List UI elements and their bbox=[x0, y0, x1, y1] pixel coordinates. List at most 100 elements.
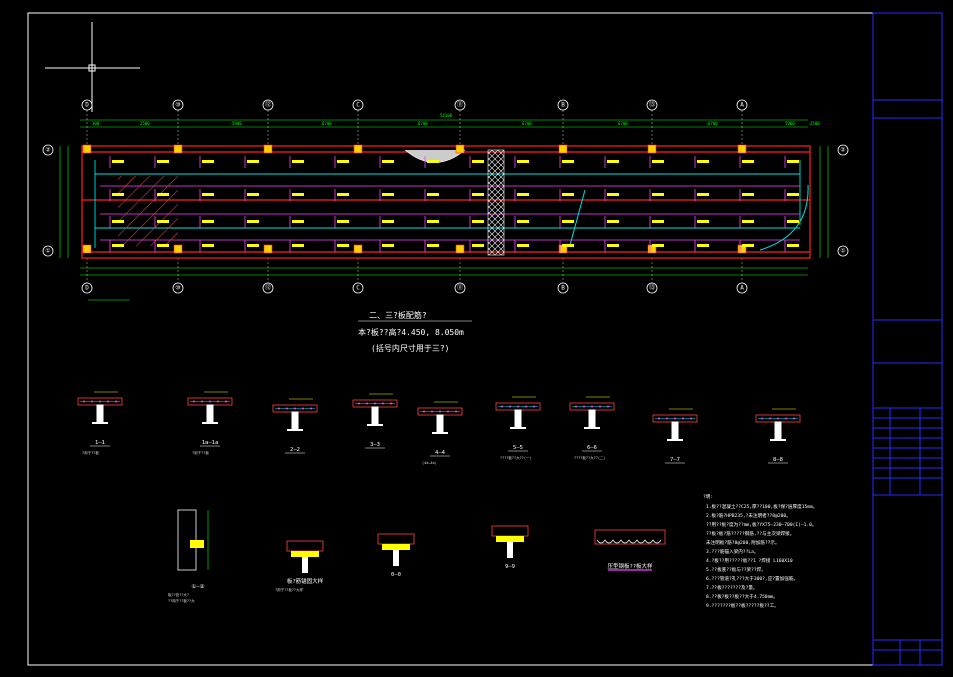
rebar-label bbox=[697, 193, 709, 196]
axis-label-top: ⑬ bbox=[649, 101, 655, 109]
rebar-label bbox=[742, 160, 754, 163]
note-line: 9.???????板??板?????板??工。 bbox=[706, 602, 779, 609]
section-label: 2—2 bbox=[290, 447, 300, 453]
column bbox=[558, 144, 568, 154]
dimension-text: 6700 bbox=[618, 121, 628, 126]
axis-label-1-left: ① bbox=[45, 248, 50, 255]
rebar-label bbox=[292, 193, 304, 196]
rebar-label bbox=[292, 220, 304, 223]
rebar-label bbox=[517, 244, 529, 247]
rebar-label bbox=[562, 193, 574, 196]
section-8-8[interactable]: 8—8 bbox=[755, 408, 801, 464]
rebar-label bbox=[157, 193, 169, 196]
rebar-label bbox=[472, 160, 484, 163]
section-1a-1a[interactable]: 1a—1a?用于??板 bbox=[187, 391, 233, 455]
section-sub: ????板??大??(二) bbox=[574, 455, 606, 460]
detail-anchor[interactable]: 板?筋锚固大样?用于??板??大样 bbox=[275, 540, 324, 592]
section-1-1[interactable]: 1—1?用于??板 bbox=[77, 391, 123, 455]
stair-opening-crosshatch bbox=[487, 149, 505, 256]
note-line: 1.板??混凝土??C25,厚??100,板?保?层厚度15mm。 bbox=[706, 503, 817, 510]
rebar-label bbox=[292, 160, 304, 163]
note-line: 6.???管道?孔???大于300?,应?置加强筋。 bbox=[706, 575, 798, 582]
plan-note: (括号内尺寸用于三?) bbox=[371, 343, 449, 353]
rebar-label bbox=[652, 220, 664, 223]
rebar-label bbox=[742, 244, 754, 247]
rebar-label bbox=[652, 160, 664, 163]
rebar-label bbox=[742, 193, 754, 196]
detail-slab[interactable]: 压型钢板??板大样 bbox=[594, 529, 666, 571]
plan-subtitle: 本?板??高?4.450, 8.050m bbox=[358, 327, 464, 337]
rebar-label bbox=[202, 193, 214, 196]
rebar-label bbox=[607, 220, 619, 223]
rebar-label bbox=[787, 160, 799, 163]
bottom-details[interactable]: ①—②板??处??大???用于??板??大 板?筋锚固大样?用于??板??大样 0—… bbox=[168, 509, 666, 603]
dimension-text: 2500 bbox=[810, 121, 820, 126]
dimension-text: 6700 bbox=[322, 121, 332, 126]
rebar-label bbox=[247, 220, 259, 223]
section-5-5[interactable]: 5—5 ????板??大??(一) bbox=[495, 396, 541, 460]
section-sub: (4a—4a) bbox=[422, 461, 437, 465]
rebar-label bbox=[247, 244, 259, 247]
note-line: 8.??板?板??板??大于4.750mm。 bbox=[706, 593, 778, 600]
overall-dimension: 54100 bbox=[440, 113, 453, 118]
section-4-4[interactable]: 4—4(4a—4a) bbox=[417, 401, 463, 465]
note-line: ??用??板?度为??mm,板?YX75—230—700(I)—1.0。 bbox=[706, 521, 817, 528]
plan-title: 二、三?板配筋? bbox=[369, 310, 427, 320]
dimension-lines bbox=[59, 119, 829, 301]
section-2-2[interactable]: 2—2 bbox=[272, 398, 318, 454]
rebar-lines bbox=[100, 185, 800, 241]
section-sub: ????板??大??(一) bbox=[500, 455, 532, 460]
columns bbox=[82, 144, 747, 254]
rebar-label bbox=[427, 160, 439, 163]
axis-label-top: C bbox=[356, 102, 360, 109]
rebar-label bbox=[112, 244, 124, 247]
rebar-label bbox=[382, 193, 394, 196]
rebar-label bbox=[562, 244, 574, 247]
rebar-label bbox=[697, 220, 709, 223]
section-label: 8—8 bbox=[773, 457, 783, 463]
detail-9-9[interactable]: 9—9 bbox=[491, 525, 529, 570]
rebar-label bbox=[787, 193, 799, 196]
rebar-label bbox=[652, 193, 664, 196]
column bbox=[737, 144, 747, 154]
section-label: 5—5 bbox=[513, 445, 523, 451]
section-3-3[interactable]: 3—3 bbox=[352, 393, 398, 449]
column bbox=[173, 244, 183, 254]
rebar-label bbox=[472, 244, 484, 247]
section-details[interactable]: 1—1?用于??板 1a—1a?用于??板 2—2 3—3 4—4(4a—4a) 5—5?… bbox=[77, 391, 801, 465]
rebar-label bbox=[697, 244, 709, 247]
column bbox=[82, 244, 92, 254]
dimension-text: 5900 bbox=[232, 121, 242, 126]
detail-edge[interactable]: ①—②板??处??大???用于??板??大 bbox=[168, 509, 209, 603]
axis-label-bottom: ⑪ bbox=[457, 284, 463, 292]
section-label: 3—3 bbox=[370, 442, 380, 448]
note-line: 7.??板???????及?量。 bbox=[706, 584, 758, 591]
rebar-label bbox=[607, 244, 619, 247]
section-label: 1a—1a bbox=[202, 440, 219, 446]
dimension-text: 6700 bbox=[418, 121, 428, 126]
crosshair-cursor-icon bbox=[45, 22, 140, 112]
dimension-text: 6700 bbox=[708, 121, 718, 126]
axis-label-bottom: D bbox=[85, 285, 89, 292]
dimension-text: 5900 bbox=[785, 121, 795, 126]
rebar-label bbox=[427, 220, 439, 223]
dimension-text: 6700 bbox=[522, 121, 532, 126]
section-7-7[interactable]: 7—7 bbox=[652, 408, 698, 464]
rebar-label bbox=[112, 160, 124, 163]
rebar-label bbox=[292, 244, 304, 247]
rebar-label bbox=[787, 244, 799, 247]
note-line: 未注明板?筋?8@200,附加筋??示。 bbox=[706, 539, 780, 546]
axis-label-bottom: A bbox=[740, 285, 744, 292]
section-6-6[interactable]: 6—6????板??大??(二) bbox=[569, 396, 615, 460]
drawing-border bbox=[27, 12, 943, 666]
rebar-label bbox=[562, 220, 574, 223]
note-line: ??板?板?筋?????钢筋,??与主次梁焊接。 bbox=[706, 530, 794, 537]
detail-0-0[interactable]: 0—0 bbox=[377, 533, 415, 578]
note-line: 5.??板底??板与??梁??焊。 bbox=[706, 566, 766, 573]
detail-label: 0—0 bbox=[391, 572, 401, 578]
rebar-label bbox=[517, 160, 529, 163]
rebar-marks bbox=[109, 156, 799, 252]
